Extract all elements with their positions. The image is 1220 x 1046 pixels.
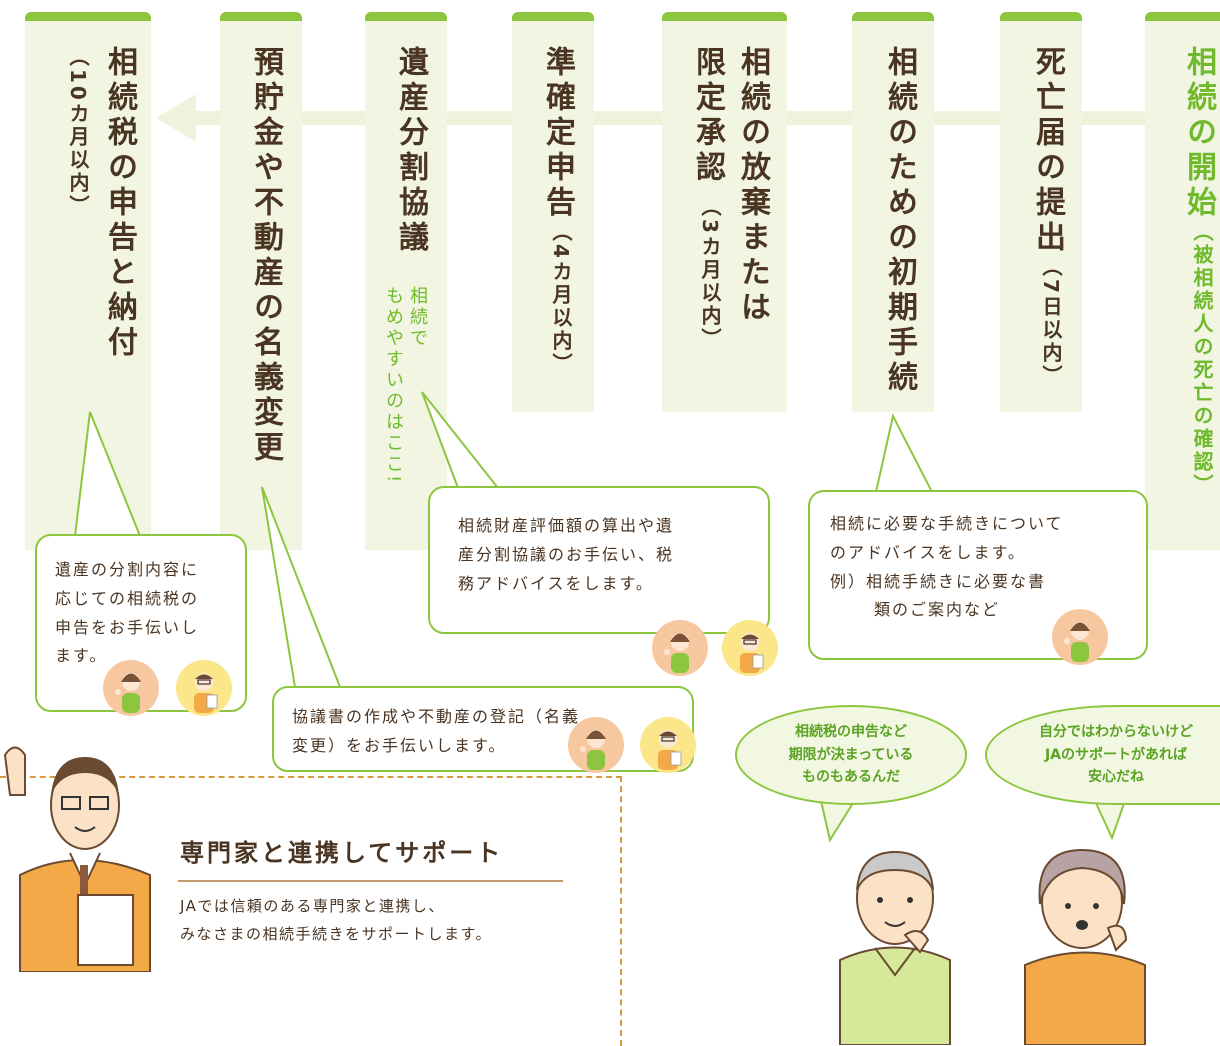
step-title-title-change: 預貯金や不動産の名義変更 (248, 46, 283, 466)
timeline-arrow-head (156, 94, 196, 142)
step-column-quasi-return: 準確定申告 （4カ月以内） (512, 12, 594, 412)
staff-man-icon (722, 620, 778, 676)
speech-man-line1: 相続税の申告など (795, 724, 907, 741)
step-note-tax: （10カ月以内） (66, 46, 90, 218)
bubble-division-line2: 産分割協議のお手伝い、税 (458, 544, 675, 564)
bubble-initial-line2: のアドバイスをします。 (830, 542, 1026, 562)
step-title-renounce-line2: 限定承認 (690, 46, 725, 186)
bubble-initial-line3: 例）相続手続きに必要な書 (830, 571, 1047, 591)
step-title-death-notice: 死亡届の提出 (1030, 46, 1065, 256)
elderly-man-illustration (839, 850, 951, 1045)
step-note-death-notice: （7日以内） (1039, 256, 1063, 388)
expert-man-illustration (3, 746, 151, 972)
bubble-tax-line3: 申告をお手伝いし (55, 617, 200, 637)
staff-woman-icon (652, 620, 708, 676)
bubble-initial-line4: 類のご案内など (874, 600, 1001, 620)
speech-elderly-man: 相続税の申告など 期限が決まっている ものもあるんだ (735, 705, 967, 805)
step-note-quasi-return: （4カ月以内） (549, 221, 573, 376)
bubble-title-change-line2: 変更）をお手伝いします。 (292, 735, 507, 755)
step-column-renounce: 相続の放棄または 限定承認 （3カ月以内） (662, 12, 787, 412)
step-note-renounce: （3カ月以内） (698, 196, 722, 351)
staff-man-icon (640, 717, 696, 773)
step-note-start: （被相続人の死亡の確認） (1190, 221, 1214, 497)
bubble-title-change-advice: 協議書の作成や不動産の登記（名義 変更）をお手伝いします。 (272, 686, 694, 772)
promo-title: 専門家と連携してサポート (180, 839, 504, 867)
speech-man-line3: ものもあるんだ (802, 769, 900, 786)
step-column-division: 遺産分割協議 相続で もめやすいのはここ! (365, 12, 447, 550)
speech-woman-line1: 自分ではわからないけど (1039, 724, 1193, 741)
step-title-tax: 相続税の申告と納付 (102, 46, 137, 361)
step-column-start: 相続の開始 （被相続人の死亡の確認） (1145, 12, 1220, 550)
bubble-title-change-line1: 協議書の作成や不動産の登記（名義 (292, 707, 581, 726)
step-side-note-line1: 相続で (407, 286, 428, 349)
promo-line2: みなさまの相続手続きをサポートします。 (180, 924, 493, 943)
bubble-division-line3: 務アドバイスをします。 (458, 573, 654, 593)
bubble-tax-line2: 応じての相続税の (55, 588, 200, 608)
step-title-division: 遺産分割協議 (393, 46, 428, 256)
step-column-initial: 相続のための初期手続 (852, 12, 934, 412)
elderly-woman-illustration (1024, 848, 1146, 1045)
bubble-division-line1: 相続財産評価額の算出や遺 (458, 516, 675, 535)
speech-man-line2: 期限が決まっている (788, 746, 914, 763)
step-title-initial: 相続のための初期手続 (882, 46, 917, 396)
step-title-renounce-line1: 相続の放棄または (735, 46, 770, 326)
bubble-tax-line4: ます。 (55, 646, 108, 666)
staff-man-icon (176, 660, 232, 716)
step-title-quasi-return: 準確定申告 (540, 46, 575, 221)
speech-woman-line3: 安心だね (1088, 769, 1144, 786)
staff-woman-icon (103, 660, 159, 716)
step-column-death-notice: 死亡届の提出 （7日以内） (1000, 12, 1082, 412)
promo-line1: JAでは信頼のある専門家と連携し、 (180, 897, 445, 915)
step-side-note-line2: もめやすいのはここ! (383, 286, 404, 486)
bubble-initial-line1: 相続に必要な手続きについて (830, 514, 1064, 533)
bubble-tax-line1: 遺産の分割内容に (55, 560, 200, 579)
promo-divider (178, 880, 563, 882)
promo-description: JAでは信頼のある専門家と連携し、 みなさまの相続手続きをサポートします。 (180, 893, 492, 949)
speech-elderly-woman: 自分ではわからないけど JAのサポートがあれば 安心だね (985, 705, 1220, 805)
speech-woman-line2: JAのサポートがあれば (1044, 746, 1188, 763)
step-title-start: 相続の開始 (1181, 46, 1216, 221)
staff-woman-icon (568, 717, 624, 773)
promo-dashed-frame (0, 776, 622, 1046)
staff-woman-icon (1052, 609, 1108, 665)
step-column-title-change: 預貯金や不動産の名義変更 (220, 12, 302, 550)
bubble-division-advice: 相続財産評価額の算出や遺 産分割協議のお手伝い、税 務アドバイスをします。 (428, 486, 770, 634)
